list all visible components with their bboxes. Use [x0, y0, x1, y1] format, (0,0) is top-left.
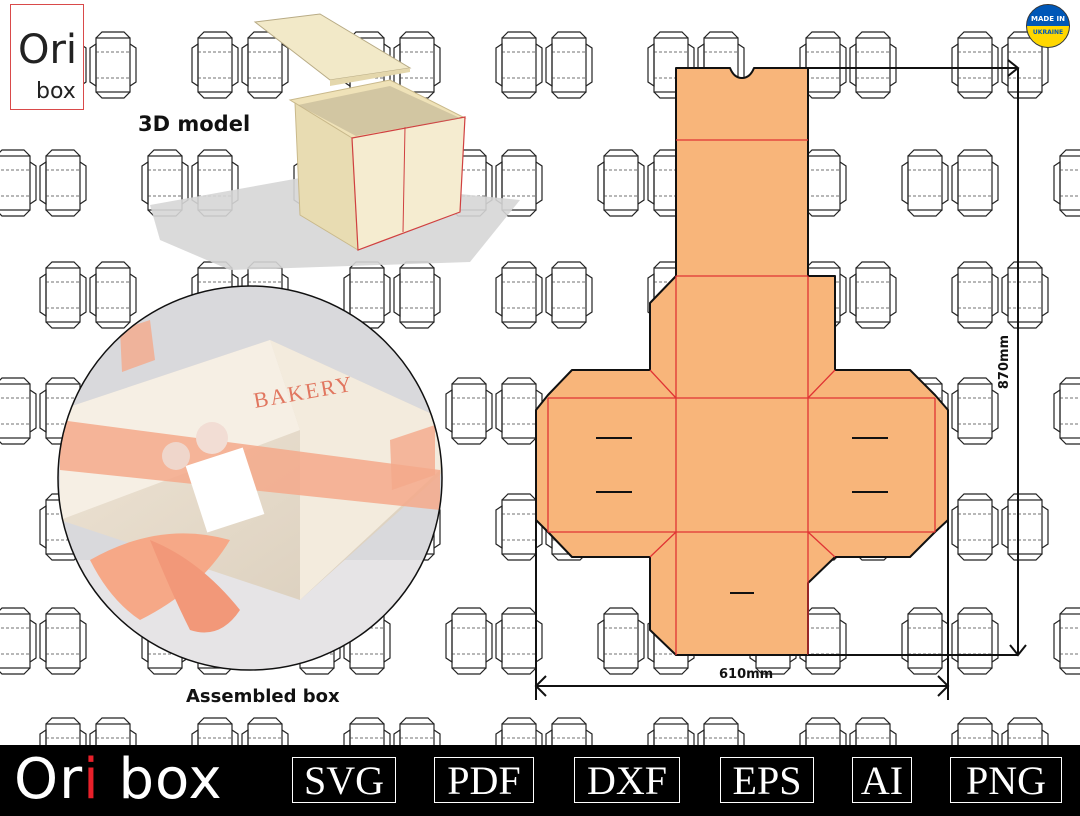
pattern-box-outline [545, 717, 593, 745]
dimension-width: 610mm [719, 667, 773, 682]
model-3d-label: 3D model [138, 112, 251, 136]
logo-frame [10, 4, 84, 110]
pattern-box-outline [1053, 377, 1080, 445]
pattern-box-outline [597, 149, 645, 217]
pattern-box-outline [951, 377, 999, 445]
pattern-box-outline [647, 717, 695, 745]
assembled-box-label: Assembled box [186, 686, 340, 707]
photo-circle-border [57, 285, 443, 671]
pattern-box-outline [1001, 31, 1049, 99]
pattern-box-outline [849, 31, 897, 99]
pattern-box-outline [445, 607, 493, 675]
pattern-box-outline [799, 149, 847, 217]
format-badge-dxf: DXF [574, 757, 680, 803]
pattern-box-outline [799, 717, 847, 745]
pattern-box-outline [495, 149, 543, 217]
pattern-box-outline [799, 31, 847, 99]
pattern-box-outline [0, 607, 37, 675]
pattern-box-outline [1001, 261, 1049, 329]
pattern-box-outline [191, 717, 239, 745]
pattern-box-outline [89, 31, 137, 99]
dimension-lines [534, 59, 1027, 700]
pattern-box-outline [0, 377, 37, 445]
pattern-box-outline [343, 717, 391, 745]
pattern-box-outline [951, 149, 999, 217]
artwork: BAKERY [57, 13, 1027, 700]
badge-line1: MADE IN [1031, 15, 1065, 23]
format-badge-png: PNG [950, 757, 1062, 803]
pattern-box-outline [39, 149, 87, 217]
pattern-box-outline [951, 493, 999, 561]
pattern-box-outline [951, 31, 999, 99]
slot-marks [596, 437, 888, 594]
pattern-box-outline [545, 261, 593, 329]
footer-brand-or: Or [14, 747, 84, 812]
pattern-box-outline [89, 261, 137, 329]
pattern-box-outline [545, 31, 593, 99]
made-in-ukraine-badge: MADE IN UKRAINE [1026, 4, 1070, 48]
badge-line2: UKRAINE [1032, 29, 1064, 36]
pattern-box-outline [1001, 493, 1049, 561]
pattern-box-outline [951, 717, 999, 745]
pattern-box-outline [39, 261, 87, 329]
footer-brand: Ori box [14, 747, 223, 813]
pattern-box-outline [241, 31, 289, 99]
pattern-box-outline [241, 717, 289, 745]
model-3d-box [253, 13, 467, 251]
dimension-height: 870mm [997, 335, 1012, 389]
pattern-box-outline [39, 607, 87, 675]
fold-lines [547, 139, 936, 655]
pattern-box-outline [89, 717, 137, 745]
format-badge-ai: AI [852, 757, 912, 803]
pattern-box-outline [495, 31, 543, 99]
footer-brand-i: i [83, 747, 100, 812]
dieline [535, 67, 949, 656]
pattern-box-outline [191, 31, 239, 99]
pattern-box-outline [849, 261, 897, 329]
pattern-box-outline [849, 717, 897, 745]
pattern-box-outline [901, 149, 949, 217]
pattern-box-outline [951, 261, 999, 329]
pattern-box-outline [597, 607, 645, 675]
pattern-box-outline [647, 31, 695, 99]
format-badge-pdf: PDF [434, 757, 534, 803]
pattern-box-outline [697, 717, 745, 745]
format-badge-eps: EPS [720, 757, 814, 803]
format-badge-svg: SVG [292, 757, 396, 803]
pattern-box-outline [445, 377, 493, 445]
pattern-box-outline [1053, 149, 1080, 217]
pattern-box-outline [495, 261, 543, 329]
pattern-box-outline [39, 717, 87, 745]
logo-ori: Ori [18, 27, 78, 73]
dieline-outline [535, 67, 949, 656]
pattern-box-outline [495, 717, 543, 745]
footer-bar: Ori box SVG PDF DXF EPS AI PNG [0, 745, 1080, 816]
pattern-box-outline [1001, 717, 1049, 745]
pattern-box-outline [1053, 607, 1080, 675]
pattern-box-outline [393, 717, 441, 745]
footer-brand-box: box [99, 747, 223, 812]
logo-box-word: box [36, 79, 76, 104]
pattern-box-outline [0, 149, 37, 217]
